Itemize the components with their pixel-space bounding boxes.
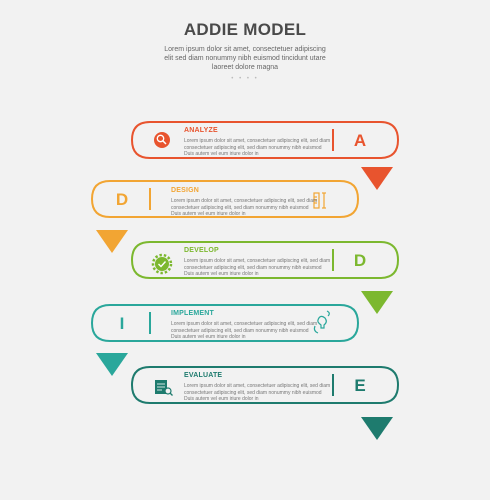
lightbulb-cycle-icon	[313, 310, 330, 334]
subtitle-line: Lorem ipsum dolor sit amet, consectetuer…	[164, 46, 326, 53]
step-3-outline	[130, 241, 400, 279]
step-description: Lorem ipsum dolor sit amet, consectetuer…	[184, 258, 332, 278]
step-title: IMPLEMENT	[171, 310, 215, 317]
gear-check-icon	[151, 253, 173, 275]
step-description: Lorem ipsum dolor sit amet, consectetuer…	[171, 321, 319, 341]
step-title: ANALYZE	[184, 127, 218, 134]
step-description-line: consectetuer adipiscing elit, sed diam n…	[184, 144, 322, 151]
page-title: ADDIE MODEL	[183, 20, 307, 39]
step-1-frame	[130, 121, 400, 159]
step-description-line: Lorem ipsum dolor sit amet, consectetuer…	[171, 198, 318, 204]
step-4-outline	[90, 304, 360, 342]
step-title: EVALUATE	[184, 372, 223, 379]
step-letter: D	[115, 190, 129, 209]
step-description-line: consectetuer adipiscing elit, sed diam n…	[184, 389, 322, 396]
step-develop: DEVELOP Lorem ipsum dolor sit amet, cons…	[184, 247, 332, 278]
step-description-line: Duis autem vel eum iriure dolor in	[184, 151, 259, 157]
subtitle-line: laoreet dolore magna	[211, 64, 279, 71]
ruler-icon	[313, 192, 326, 209]
step-title: DESIGN	[171, 187, 200, 194]
step-5-outline	[130, 366, 400, 404]
step-description-line: Lorem ipsum dolor sit amet, consectetuer…	[184, 138, 331, 144]
step-letter: I	[119, 314, 125, 333]
step-letter: E	[354, 376, 366, 395]
step-description-line: Lorem ipsum dolor sit amet, consectetuer…	[171, 321, 318, 327]
step-analyze: ANALYZE Lorem ipsum dolor sit amet, cons…	[184, 127, 332, 158]
step-description-line: consectetuer adipiscing elit, sed diam n…	[184, 264, 322, 271]
page-subtitle: Lorem ipsum dolor sit amet, consectetuer…	[140, 45, 350, 72]
subtitle-line: elit sed diam nonummy nibh euismod tinci…	[164, 55, 326, 62]
step-description-line: Lorem ipsum dolor sit amet, consectetuer…	[184, 258, 331, 264]
step-description-line: Duis autem vel eum iriure dolor in	[184, 271, 259, 277]
step-4-frame	[90, 304, 360, 342]
step-description-line: consectetuer adipiscing elit, sed diam n…	[171, 204, 309, 211]
document-search-icon	[155, 380, 173, 396]
step-2-outline	[90, 180, 360, 218]
step-1-pointer	[361, 167, 393, 190]
step-design: DESIGN Lorem ipsum dolor sit amet, conse…	[171, 187, 319, 218]
step-description-line: Duis autem vel eum iriure dolor in	[184, 396, 259, 402]
step-description-line: consectetuer adipiscing elit, sed diam n…	[171, 327, 309, 334]
step-letter: A	[353, 131, 367, 150]
step-2-frame	[90, 180, 360, 218]
step-3-frame	[130, 241, 400, 279]
step-implement: IMPLEMENT Lorem ipsum dolor sit amet, co…	[171, 310, 319, 341]
step-description: Lorem ipsum dolor sit amet, consectetuer…	[184, 138, 332, 158]
step-letter: D	[353, 251, 367, 270]
step-description: Lorem ipsum dolor sit amet, consectetuer…	[171, 198, 319, 218]
step-4-pointer	[96, 353, 128, 376]
step-description-line: Duis autem vel eum iriure dolor in	[171, 211, 246, 217]
step-5-pointer	[361, 417, 393, 440]
step-2-pointer	[96, 230, 128, 253]
step-description: Lorem ipsum dolor sit amet, consectetuer…	[184, 383, 332, 403]
magnifier-icon	[154, 132, 170, 148]
step-evaluate: EVALUATE Lorem ipsum dolor sit amet, con…	[184, 372, 332, 403]
step-description-line: Duis autem vel eum iriure dolor in	[171, 334, 246, 340]
page-indicator-dots: • • • •	[231, 76, 259, 82]
step-3-pointer	[361, 291, 393, 314]
step-5-frame	[130, 366, 400, 404]
step-description-line: Lorem ipsum dolor sit amet, consectetuer…	[184, 383, 331, 389]
step-1-outline	[130, 121, 400, 159]
step-title: DEVELOP	[184, 247, 219, 254]
